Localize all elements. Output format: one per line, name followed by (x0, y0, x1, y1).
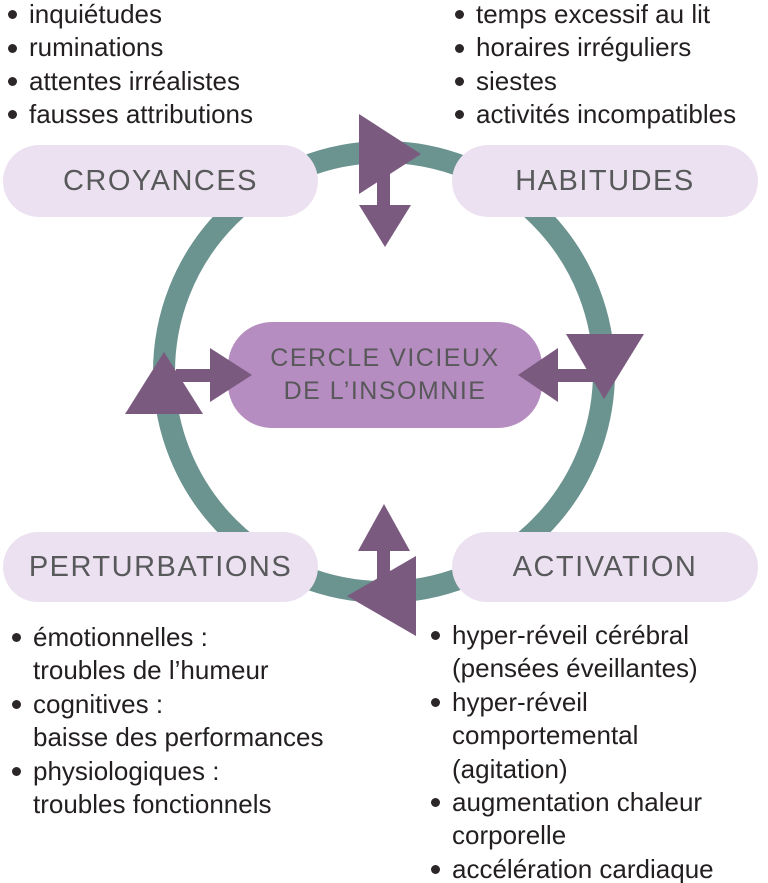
list-item: baisse des performances (12, 721, 323, 754)
list-item-text: ruminations (29, 32, 164, 63)
list-item: émotionnelles : (12, 621, 323, 654)
bullet-icon (431, 831, 440, 841)
list-item-text: siestes (476, 65, 557, 96)
list-item-text: hyper-réveil (452, 686, 588, 717)
list-item: activités incompatibles (455, 98, 736, 131)
bullet-icon (12, 666, 21, 676)
node-perturbations-label: PERTURBATIONS (28, 550, 293, 583)
activation-list: hyper-réveil cérébral (pensées éveillant… (431, 619, 714, 883)
list-item: physiologiques : (12, 755, 323, 788)
list-item-text: cognitives : (33, 688, 164, 719)
list-item-text: hyper-réveil cérébral (452, 620, 689, 650)
bullet-icon (12, 800, 21, 810)
list-item-text: (agitation) (452, 753, 568, 784)
list-item: comportemental (431, 719, 714, 752)
bullet-icon (12, 733, 21, 743)
bullet-icon (431, 865, 440, 875)
bullet-icon (8, 43, 17, 53)
croyances-list: inquiétudes ruminations attentes irréali… (8, 0, 253, 132)
bullet-icon (431, 631, 440, 641)
bullet-icon (431, 664, 440, 674)
list-item: troubles fonctionnels (12, 788, 323, 821)
bullet-icon (431, 764, 440, 774)
flow-arrow-top-icon (359, 114, 421, 194)
list-item-text: (pensées éveillantes) (452, 653, 698, 684)
bullet-icon (431, 731, 440, 741)
list-item-text: baisse des performances (33, 722, 324, 753)
list-item-text: émotionnelles : (33, 622, 208, 652)
list-item: (pensées éveillantes) (431, 652, 714, 685)
list-item: corporelle (431, 819, 714, 852)
list-item-text: horaires irréguliers (476, 32, 692, 63)
node-habitudes-label: HABITUDES (515, 164, 695, 197)
perturbations-list: émotionnelles : troubles de l’humeur cog… (12, 621, 323, 821)
center-title-line2: DE L’INSOMNIE (283, 377, 487, 405)
list-item: temps excessif au lit (455, 0, 736, 31)
center-node: CERCLE VICIEUX DE L’INSOMNIE (228, 322, 542, 428)
node-habitudes: HABITUDES (452, 145, 758, 217)
node-croyances-label: CROYANCES (62, 164, 259, 197)
bullet-icon (12, 766, 21, 776)
node-perturbations: PERTURBATIONS (3, 532, 318, 602)
list-item-text: inquiétudes (29, 0, 162, 29)
bullet-icon (8, 10, 17, 20)
flow-arrow-right-icon (566, 334, 644, 399)
flow-arrow-left-icon (125, 352, 203, 414)
list-item: accélération cardiaque (431, 853, 714, 883)
list-item: attentes irréalistes (8, 65, 253, 98)
list-item: horaires irréguliers (455, 31, 736, 64)
list-item-text: activités incompatibles (476, 99, 737, 130)
node-activation: ACTIVATION (452, 532, 758, 602)
center-title-line1: CERCLE VICIEUX (270, 344, 500, 372)
bullet-icon (455, 77, 464, 87)
list-item: (agitation) (431, 753, 714, 786)
bullet-icon (8, 110, 17, 120)
list-item: hyper-réveil (431, 686, 714, 719)
flow-arrow-bottom-icon (347, 556, 416, 636)
center-arrow-bottom-icon (358, 504, 410, 590)
list-item: augmentation chaleur (431, 786, 714, 819)
list-item-text: troubles fonctionnels (33, 789, 272, 820)
bullet-icon (12, 633, 21, 643)
bullet-icon (431, 698, 440, 708)
list-item: troubles de l’humeur (12, 654, 323, 687)
list-item-text: augmentation chaleur (452, 787, 703, 818)
list-item: ruminations (8, 31, 253, 64)
bullet-icon (12, 700, 21, 710)
node-activation-label: ACTIVATION (512, 550, 698, 583)
list-item: cognitives : (12, 688, 323, 721)
list-item: hyper-réveil cérébral (431, 619, 714, 652)
node-croyances: CROYANCES (3, 145, 318, 217)
list-item-text: attentes irréalistes (29, 65, 240, 96)
list-item: fausses attributions (8, 98, 253, 131)
list-item-text: accélération cardiaque (452, 853, 714, 883)
bullet-icon (455, 43, 464, 53)
bullet-icon (431, 798, 440, 808)
bullet-icon (455, 110, 464, 120)
habitudes-list: temps excessif au lit horaires irrégulie… (455, 0, 736, 132)
list-item-text: troubles de l’humeur (33, 655, 269, 686)
list-item: siestes (455, 65, 736, 98)
list-item-text: physiologiques : (33, 755, 220, 786)
bullet-icon (455, 10, 464, 20)
list-item-text: fausses attributions (29, 99, 254, 130)
list-item: inquiétudes (8, 0, 253, 31)
list-item-text: corporelle (452, 820, 567, 851)
list-item-text: comportemental (452, 720, 639, 751)
center-arrow-top-icon (359, 158, 411, 247)
list-item-text: temps excessif au lit (476, 0, 711, 29)
bullet-icon (8, 77, 17, 87)
